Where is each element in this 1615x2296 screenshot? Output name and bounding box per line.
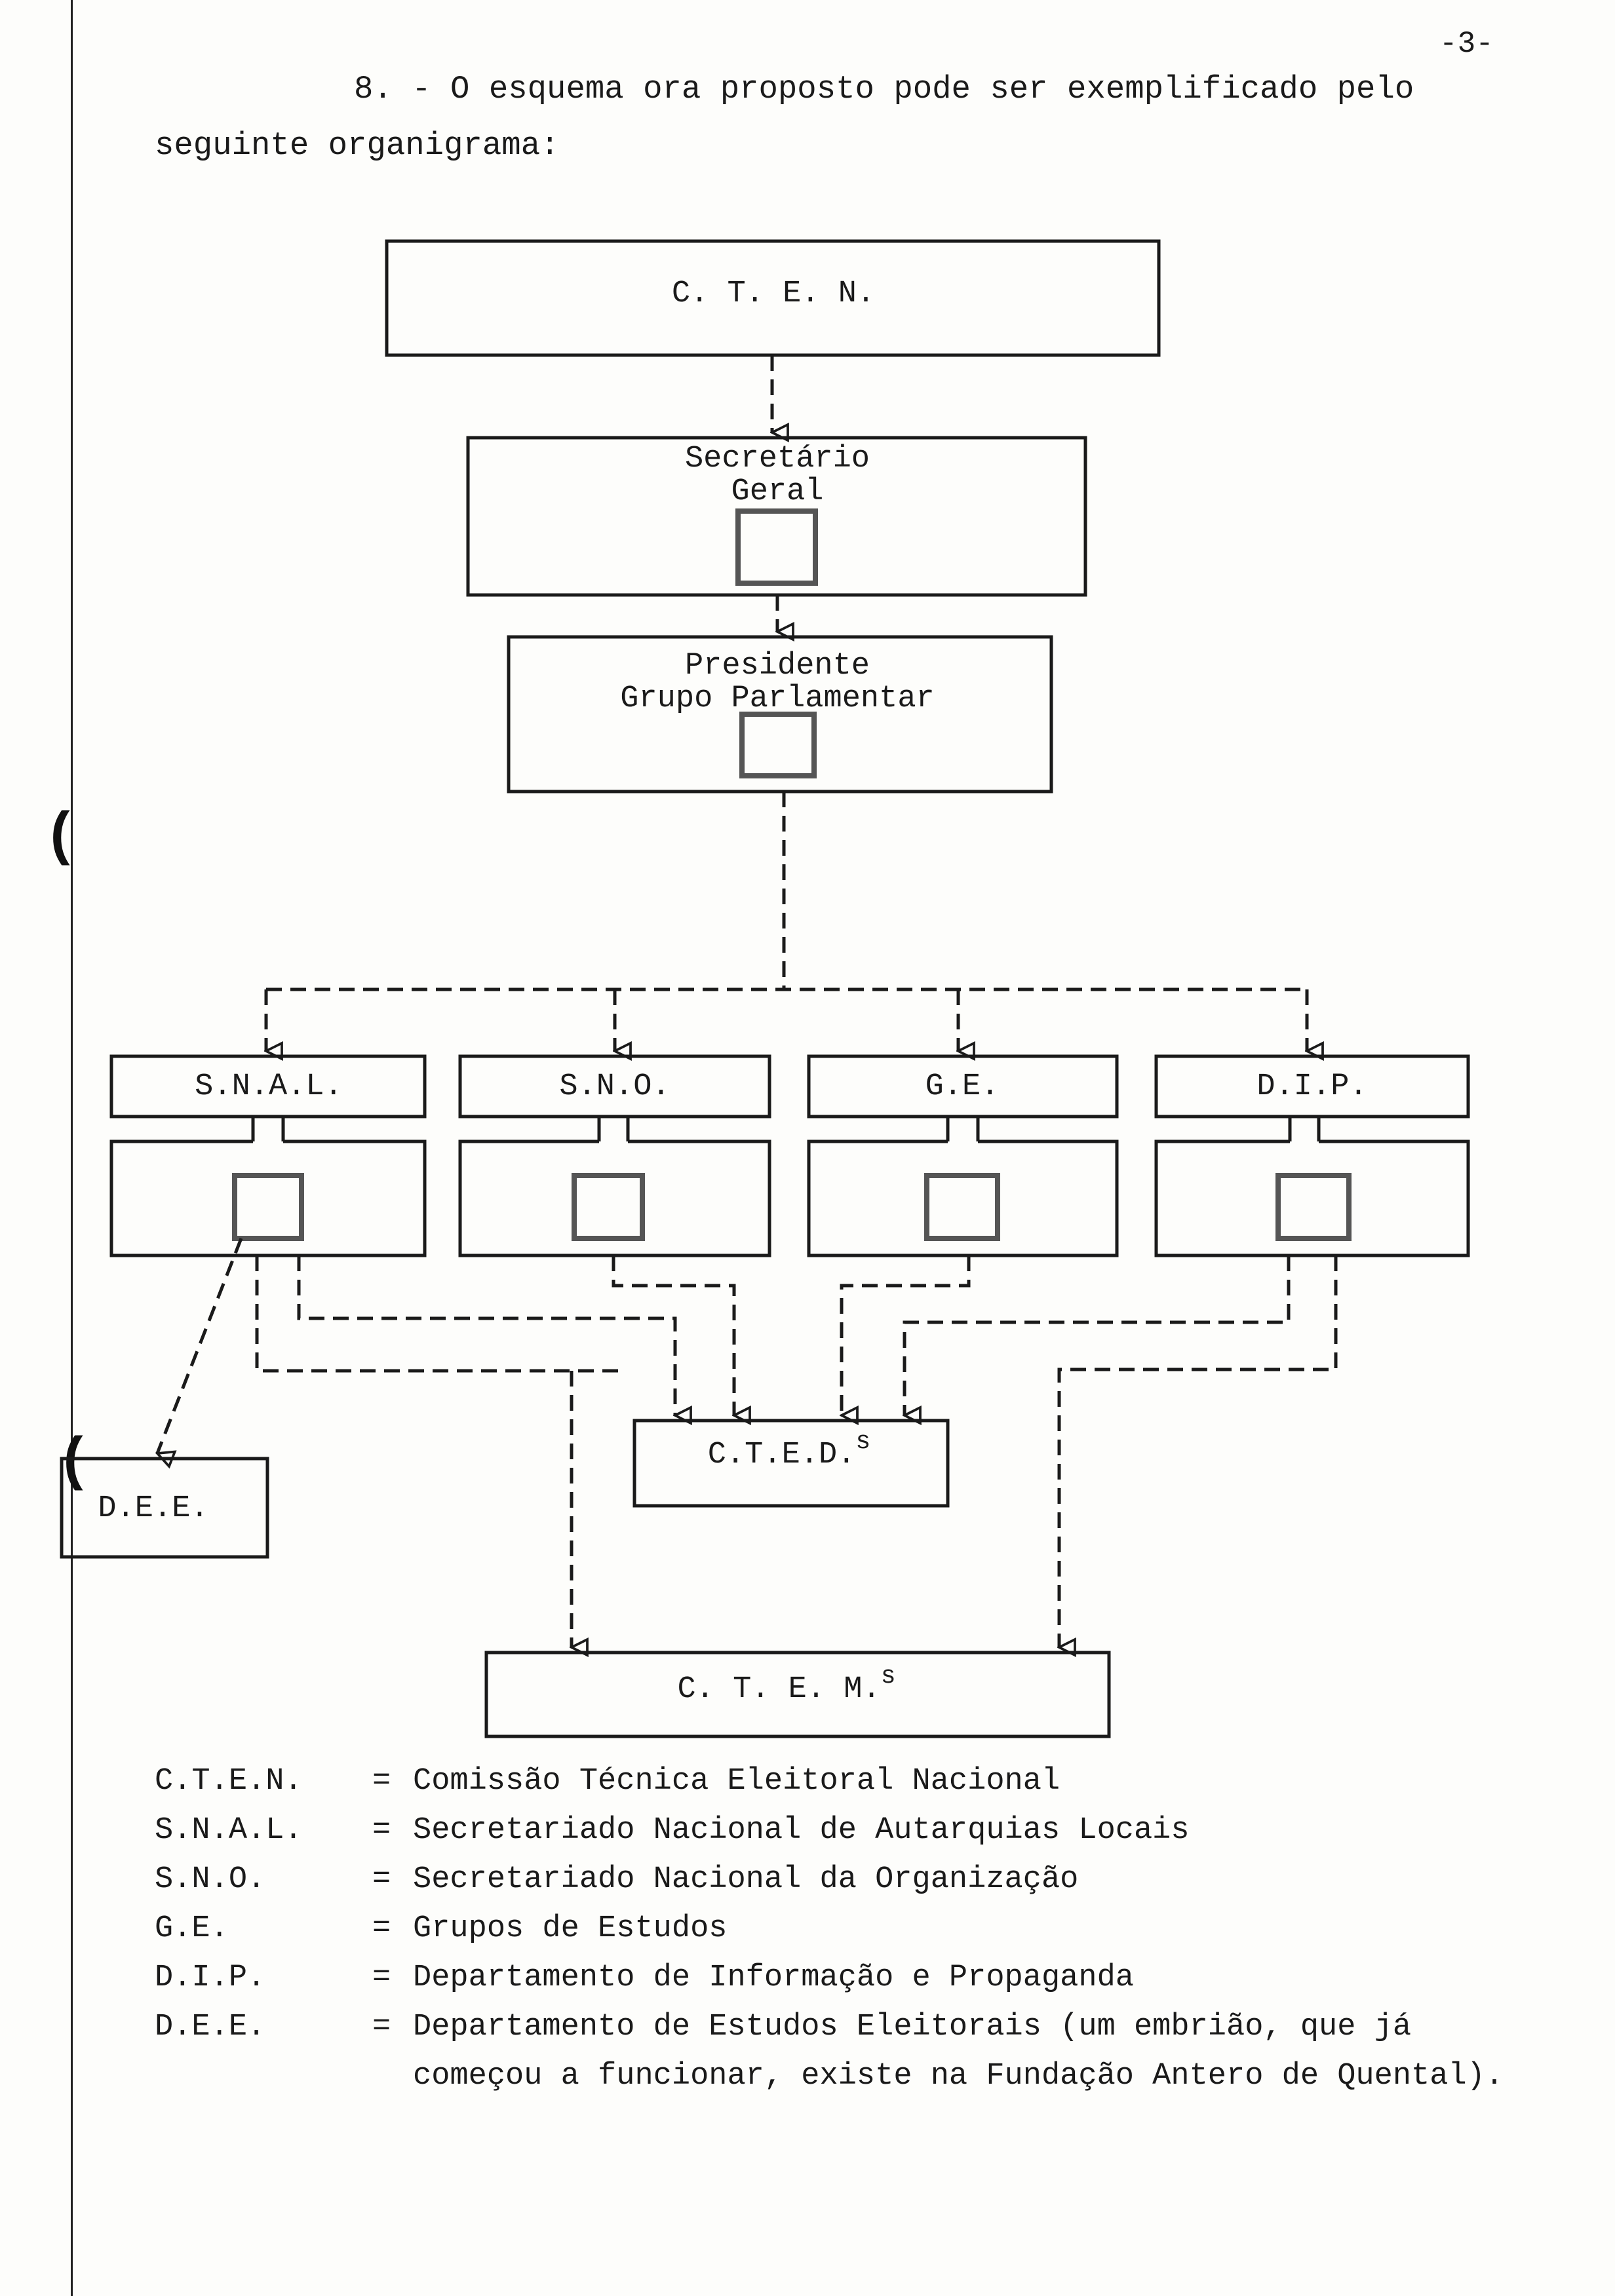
presidente-label-line2: Grupo Parlamentar xyxy=(620,681,934,716)
legend-abbreviation: G.E. xyxy=(155,1911,229,1946)
legend-equals: = xyxy=(372,1813,391,1848)
cted-box xyxy=(632,1419,950,1508)
secretario-label-line2: Geral xyxy=(731,474,823,509)
sno-bottom-box xyxy=(458,1117,771,1257)
legend-equals: = xyxy=(372,1764,391,1799)
legend-equals: = xyxy=(372,2010,391,2044)
connector-ge-cted xyxy=(842,1255,971,1415)
dip-inner-square xyxy=(1275,1173,1352,1241)
legend-definition: Comissão Técnica Eleitoral Nacional xyxy=(413,1764,1060,1799)
secretario-inner-square xyxy=(735,508,818,586)
connector-snal-dee xyxy=(157,1238,243,1453)
ctem-box xyxy=(484,1651,1111,1738)
connector-snal-ctem xyxy=(255,1255,624,1647)
paragraph-line-1: 8. - O esquema ora proposto pode ser exe… xyxy=(354,71,1414,107)
legend-abbreviation: D.E.E. xyxy=(155,2010,266,2044)
paragraph-line-2: seguinte organigrama: xyxy=(155,127,560,164)
dip-bottom-box xyxy=(1154,1117,1470,1257)
punch-hole-mark-1: ( xyxy=(43,805,79,871)
connector-dip-cted xyxy=(905,1255,1291,1415)
sno-inner-square xyxy=(572,1173,645,1241)
legend-definition-continuation: começou a funcionar, existe na Fundação … xyxy=(413,2059,1504,2094)
legend-definition: Secretariado Nacional da Organização xyxy=(413,1862,1079,1897)
presidente-inner-square xyxy=(739,712,817,778)
ge-bottom-box xyxy=(807,1117,1119,1257)
legend-definition: Grupos de Estudos xyxy=(413,1911,728,1946)
ctem-label: C. T. E. M.s xyxy=(677,1662,895,1707)
legend-definition: Departamento de Informação e Propaganda xyxy=(413,1961,1134,1995)
legend-equals: = xyxy=(372,1862,391,1897)
connector-dip-ctem xyxy=(1059,1255,1338,1647)
dip-label: D.I.P. xyxy=(1256,1069,1367,1104)
legend-abbreviation: C.T.E.N. xyxy=(155,1764,303,1799)
connector-presidente-branch xyxy=(266,792,1307,991)
snal-inner-square xyxy=(232,1173,304,1241)
connector-sno-cted xyxy=(612,1255,734,1415)
legend-abbreviation: S.N.O. xyxy=(155,1862,266,1897)
ge-inner-square xyxy=(924,1173,1000,1241)
legend-abbreviation: D.I.P. xyxy=(155,1961,266,1995)
page-number: -3- xyxy=(1439,27,1494,61)
legend-definition: Secretariado Nacional de Autarquias Loca… xyxy=(413,1813,1190,1848)
snal-label: S.N.A.L. xyxy=(195,1069,343,1104)
binding-margin-line xyxy=(71,0,73,2296)
dee-label: D.E.E. xyxy=(98,1491,208,1526)
presidente-label-line1: Presidente xyxy=(685,649,870,683)
secretario-label-line1: Secretário xyxy=(685,442,870,476)
legend-equals: = xyxy=(372,1911,391,1946)
legend-equals: = xyxy=(372,1961,391,1995)
snal-bottom-box xyxy=(109,1117,427,1257)
cted-label: C.T.E.D.s xyxy=(708,1428,870,1472)
legend-abbreviation: S.N.A.L. xyxy=(155,1813,303,1848)
ge-label: G.E. xyxy=(925,1069,1000,1104)
cten-label: C. T. E. N. xyxy=(672,277,875,311)
legend-definition: Departamento de Estudos Eleitorais (um e… xyxy=(413,2010,1412,2044)
sno-label: S.N.O. xyxy=(559,1069,670,1104)
connector-snal-cted xyxy=(297,1255,675,1415)
